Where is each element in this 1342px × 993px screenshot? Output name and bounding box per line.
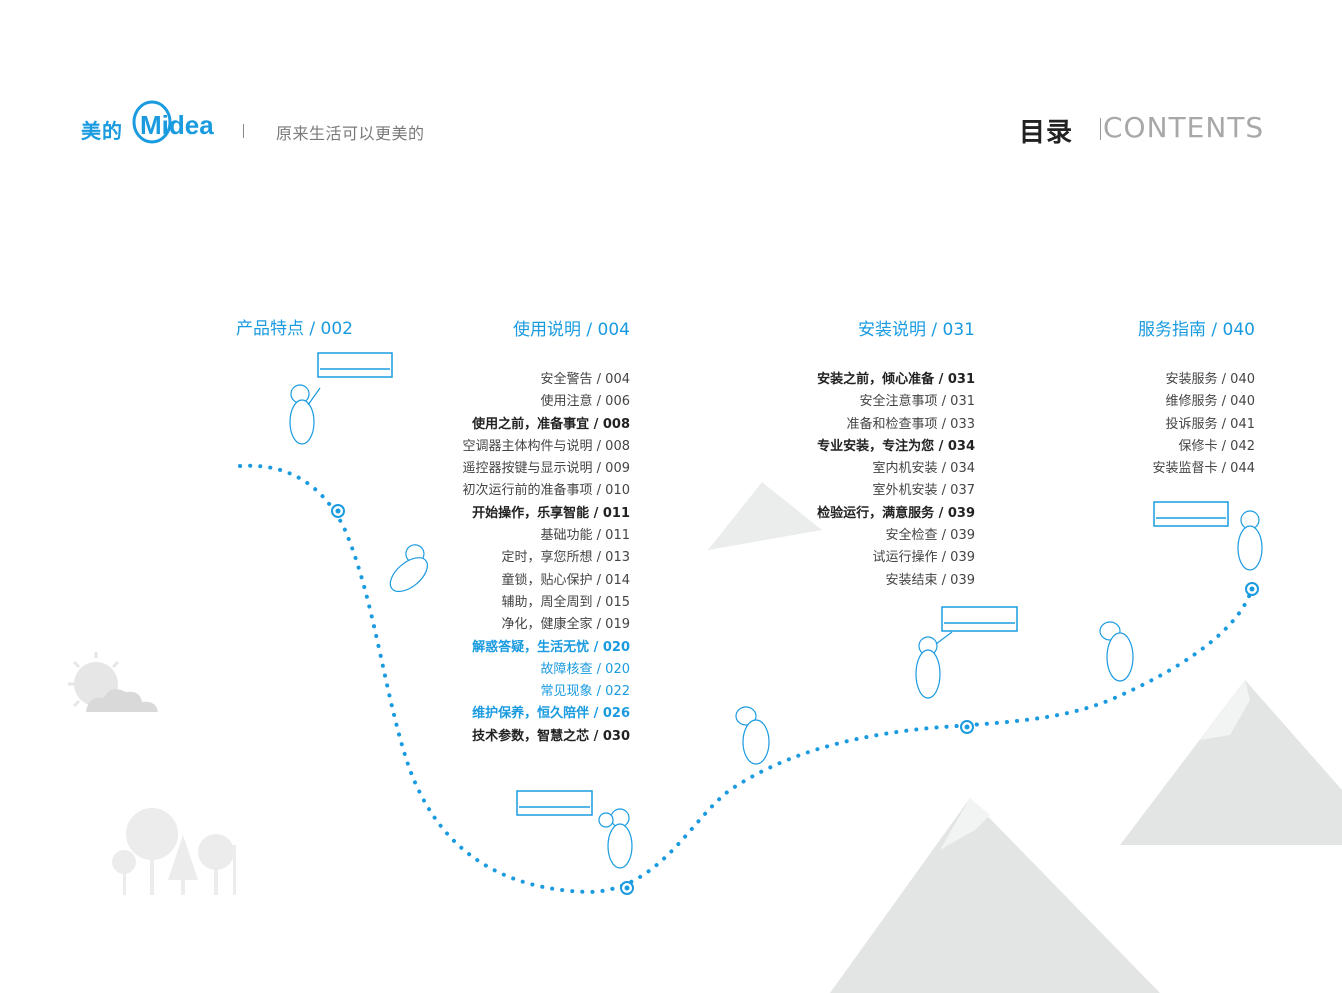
toc-entry[interactable]: 童锁，贴心保护 / 014	[501, 572, 630, 588]
slogan: 原来生活可以更美的	[276, 124, 425, 143]
toc-entry[interactable]: 准备和检查事项 / 033	[846, 416, 975, 432]
svg-text:Midea: Midea	[140, 110, 214, 140]
polar-bear-icon	[1099, 621, 1134, 682]
toc-entry[interactable]: 试运行操作 / 039	[872, 550, 975, 566]
section-installation: 安装说明 / 031 安装之前，倾心准备 / 031 安全注意事项 / 031 准备…	[817, 315, 975, 592]
midea-logo: Midea	[130, 100, 230, 148]
mountain-icon	[1120, 680, 1342, 845]
toc-entry[interactable]: 安装服务 / 040	[1165, 372, 1255, 387]
air-conditioner-icon	[941, 606, 1018, 632]
polar-bear-icon	[598, 808, 633, 869]
polar-bear-icon	[735, 706, 770, 765]
toc-entry[interactable]: 安全警告 / 004	[540, 372, 630, 387]
path-node-icon	[620, 881, 634, 895]
polar-bear-icon	[915, 631, 953, 699]
toc-entry[interactable]: 安装监督卡 / 044	[1152, 461, 1255, 477]
section-title-service[interactable]: 服务指南 / 040	[1138, 320, 1255, 340]
toc-entry[interactable]: 安装之前，倾心准备 / 031	[817, 372, 975, 387]
toc-entry[interactable]: 室外机安装 / 037	[872, 483, 975, 499]
toc-entry[interactable]: 辅助，周全周到 / 015	[501, 594, 630, 610]
trees-icon	[112, 808, 236, 895]
usage-item-list: 安全警告 / 004 使用注意 / 006 使用之前，准备事宜 / 008 空调器主体…	[463, 369, 630, 748]
journey-path	[238, 463, 1254, 895]
toc-entry[interactable]: 检验运行，满意服务 / 039	[817, 505, 975, 521]
toc-entry[interactable]: 故障核查 / 020	[540, 661, 630, 677]
polar-bear-icon	[289, 384, 321, 445]
air-conditioner-icon	[516, 790, 593, 816]
brand-name-cn: 美的	[81, 119, 123, 143]
toc-entry[interactable]: 使用注意 / 006	[540, 394, 630, 410]
mountain-icon	[830, 798, 1160, 993]
air-conditioner-icon	[317, 352, 393, 378]
polar-bear-icon	[1237, 510, 1263, 571]
toc-entry[interactable]: 空调器主体构件与说明 / 008	[462, 438, 630, 454]
section-service: 服务指南 / 040 安装服务 / 040 维修服务 / 040 投诉服务 / 04…	[1138, 315, 1255, 480]
toc-entry[interactable]: 室内机安装 / 034	[872, 461, 975, 477]
toc-entry[interactable]: 专业安装，专注为您 / 034	[817, 438, 975, 454]
section-usage: 使用说明 / 004 安全警告 / 004 使用注意 / 006 使用之前，准备事宜…	[463, 315, 630, 748]
path-node-icon	[331, 504, 345, 518]
toc-entry[interactable]: 初次运行前的准备事项 / 010	[462, 483, 630, 499]
toc-entry[interactable]: 使用之前，准备事宜 / 008	[472, 416, 630, 432]
toc-entry[interactable]: 解惑答疑，生活无忧 / 020	[472, 639, 630, 655]
toc-entry[interactable]: 开始操作，乐享智能 / 011	[472, 505, 630, 521]
toc-entry[interactable]: 遥控器按键与显示说明 / 009	[462, 461, 630, 477]
toc-entry[interactable]: 净化，健康全家 / 019	[501, 617, 630, 633]
section-title-usage[interactable]: 使用说明 / 004	[513, 320, 630, 340]
installation-item-list: 安装之前，倾心准备 / 031 安全注意事项 / 031 准备和检查事项 / 033…	[817, 369, 975, 592]
toc-separator	[1100, 118, 1101, 140]
air-conditioner-icon	[1153, 501, 1229, 527]
toc-title-en: CONTENTS	[1103, 111, 1265, 144]
service-item-list: 安装服务 / 040 维修服务 / 040 投诉服务 / 041 保修卡 / 042 安…	[1138, 369, 1255, 480]
toc-entry[interactable]: 常见现象 / 022	[540, 684, 630, 700]
header-divider	[243, 124, 244, 138]
polar-bear-icon	[389, 544, 428, 593]
toc-title-cn: 目录	[1019, 118, 1074, 148]
toc-entry[interactable]: 投诉服务 / 041	[1165, 416, 1255, 432]
section-title-installation[interactable]: 安装说明 / 031	[858, 320, 975, 340]
toc-entry[interactable]: 保修卡 / 042	[1178, 438, 1255, 454]
toc-entry[interactable]: 安装结束 / 039	[885, 572, 975, 588]
toc-entry[interactable]: 维护保养，恒久陪伴 / 026	[472, 706, 630, 722]
toc-entry[interactable]: 定时，享您所想 / 013	[501, 550, 630, 566]
toc-entry[interactable]: 安全注意事项 / 031	[859, 394, 975, 410]
path-node-icon	[1245, 582, 1259, 596]
mountain-icon	[708, 482, 822, 550]
toc-entry[interactable]: 安全检查 / 039	[885, 528, 975, 544]
section-title-features[interactable]: 产品特点 / 002	[236, 319, 353, 339]
path-node-icon	[960, 720, 974, 734]
toc-entry[interactable]: 维修服务 / 040	[1165, 394, 1255, 410]
sun-cloud-icon	[68, 652, 172, 712]
toc-entry[interactable]: 技术参数，智慧之芯 / 030	[472, 728, 630, 744]
toc-entry[interactable]: 基础功能 / 011	[540, 528, 630, 544]
